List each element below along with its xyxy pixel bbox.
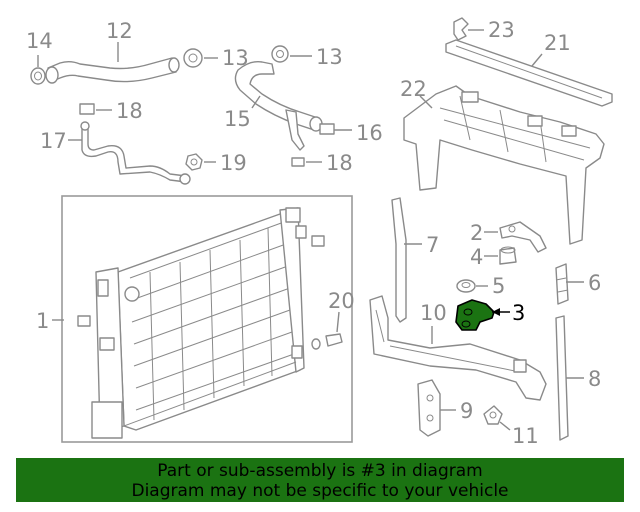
callout-4: 4	[470, 245, 483, 269]
callout-10: 10	[420, 301, 447, 325]
hose-part-15	[234, 60, 323, 151]
support-part-10	[369, 295, 547, 401]
bracket-part-2	[499, 221, 547, 253]
clip-part-18-left	[79, 103, 95, 115]
callout-6: 6	[588, 271, 601, 295]
callout-15: 15	[224, 107, 251, 131]
callout-21: 21	[544, 31, 571, 55]
callout-2: 2	[470, 221, 483, 245]
grommet-part-5	[456, 279, 476, 293]
callout-18-right: 18	[326, 151, 353, 175]
callout-7: 7	[426, 233, 439, 257]
bar-part-21	[445, 39, 613, 107]
nut-part-19	[185, 153, 203, 171]
callout-11: 11	[512, 424, 539, 448]
hose-part-12	[45, 57, 180, 84]
clamp-part-13-right	[271, 45, 289, 63]
radiator-frame-box	[61, 195, 353, 443]
callout-1: 1	[36, 309, 49, 333]
banner-line-1: Part or sub-assembly is #3 in diagram	[157, 461, 483, 481]
callout-3: 3	[512, 301, 525, 325]
callout-14: 14	[26, 29, 53, 53]
info-banner: Part or sub-assembly is #3 in diagram Di…	[16, 458, 624, 502]
highlighted-part-3	[455, 299, 495, 331]
clamp-part-13-left	[183, 48, 203, 68]
callout-9: 9	[460, 399, 473, 423]
support-part-22	[403, 85, 605, 245]
callout-8: 8	[588, 367, 601, 391]
insulator-part-4	[499, 246, 517, 265]
seal-part-7	[391, 197, 407, 323]
callout-22: 22	[400, 77, 427, 101]
fitting-part-20	[311, 333, 343, 350]
clip-part-23	[453, 17, 469, 41]
callout-16: 16	[356, 121, 383, 145]
seal-part-8	[555, 315, 569, 441]
callout-18-left: 18	[116, 99, 143, 123]
bracket-part-6	[555, 263, 569, 305]
callout-17: 17	[40, 129, 67, 153]
callout-13-right: 13	[316, 45, 343, 69]
callout-23: 23	[488, 18, 515, 42]
parts-diagram: 14 12 13 13 15 16 18 18	[26, 17, 613, 448]
callout-12: 12	[106, 19, 133, 43]
clip-part-16	[319, 123, 335, 135]
banner-line-2: Diagram may not be specific to your vehi…	[131, 481, 509, 501]
bracket-part-9	[417, 379, 441, 437]
radiator-part-1	[77, 207, 325, 439]
callout-19: 19	[220, 151, 247, 175]
pipe-part-17	[80, 121, 191, 185]
clip-part-18-right	[291, 157, 305, 167]
clip-part-11	[483, 405, 503, 425]
clamp-part-14	[30, 67, 46, 85]
callout-20: 20	[328, 289, 355, 313]
callout-5: 5	[492, 274, 505, 298]
